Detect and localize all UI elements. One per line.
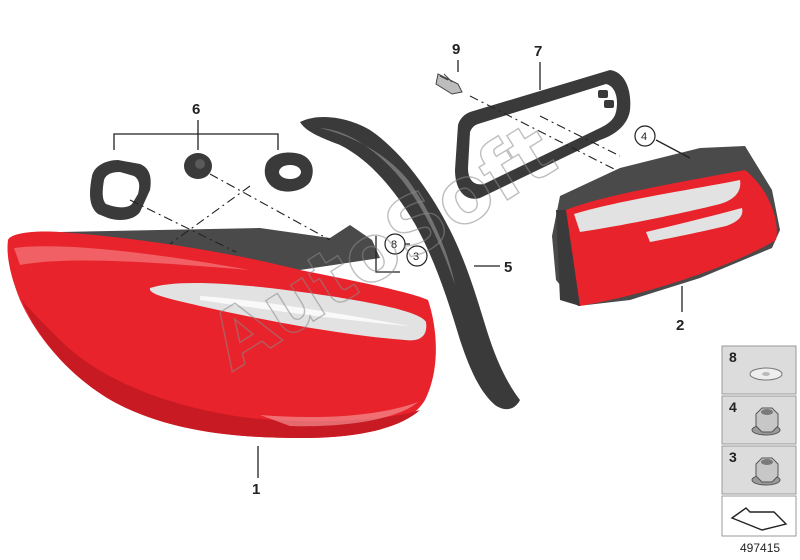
callout-9: 9 [452, 41, 460, 58]
callout-5: 5 [504, 259, 512, 276]
gasket-strip[interactable] [300, 116, 520, 410]
legend-number-4: 4 [729, 399, 737, 415]
gasket-oval[interactable] [264, 152, 313, 192]
callout-7: 7 [534, 43, 542, 60]
figure-number: 497415 [740, 541, 780, 555]
nut-icon [751, 457, 781, 486]
inner-tail-light[interactable] [552, 146, 780, 306]
legend-panel: 8 4 3 [721, 345, 797, 537]
callouts: 6 9 7 1 2 5 4 8 3 [192, 41, 684, 498]
nut-icon [751, 407, 781, 436]
callout-3-circle: 3 [413, 251, 419, 263]
bulb-socket[interactable] [435, 73, 463, 95]
legend-number-8: 8 [729, 349, 737, 365]
outer-tail-light[interactable] [7, 225, 436, 438]
callout-8-circle: 8 [391, 239, 397, 251]
callout-6: 6 [192, 101, 200, 118]
arrow-icon [730, 507, 788, 531]
callout-2: 2 [676, 317, 684, 334]
callout-4-circle: 4 [641, 131, 647, 143]
legend-number-3: 3 [729, 449, 737, 465]
gasket-rect[interactable] [90, 160, 151, 220]
grommet[interactable] [184, 153, 212, 179]
washer-icon [749, 367, 783, 381]
callout-1: 1 [252, 481, 260, 498]
gasket-frame[interactable] [455, 70, 631, 199]
